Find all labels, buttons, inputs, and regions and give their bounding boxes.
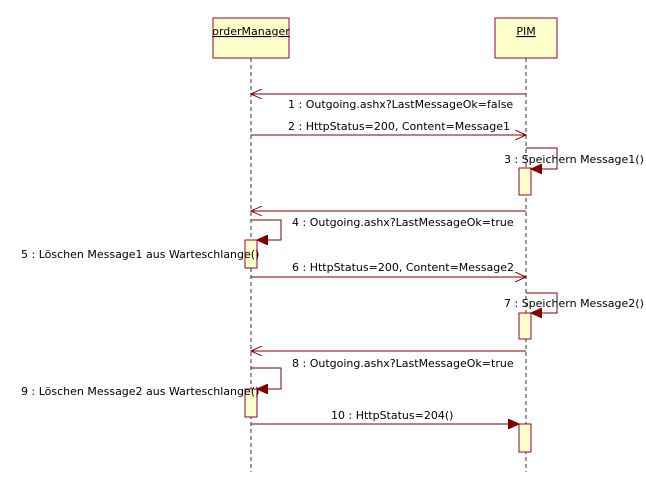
message-1-label: 1 : Outgoing.ashx?LastMessageOk=false [288,98,513,111]
message-7[interactable]: 7 : Speichern Message2() [504,292,644,313]
message-3-arrow [526,147,558,169]
lifeline-pim: PIM [494,17,558,472]
message-5-label: 5 : Löschen Message1 aus Warteschlange() [21,248,259,261]
message-7-arrow [526,292,558,313]
message-8[interactable]: 8 : Outgoing.ashx?LastMessageOk=true [251,351,526,370]
message-2[interactable]: 2 : HttpStatus=200, Content=Message1 [251,120,526,135]
message-3-label: 3 : Speichern Message1() [504,153,644,166]
lifeline-pim-box[interactable] [494,17,558,59]
message-9-label: 9 : Löschen Message2 aus Warteschlange() [21,385,259,398]
message-8-label: 8 : Outgoing.ashx?LastMessageOk=true [292,357,514,370]
message-4-label: 4 : Outgoing.ashx?LastMessageOk=true [292,216,514,229]
message-2-label: 2 : HttpStatus=200, Content=Message1 [288,120,510,133]
lifeline-order-manager: orderManager [212,17,290,472]
lifeline-pim-label: PIM [516,25,535,38]
message-6-label: 6 : HttpStatus=200, Content=Message2 [292,261,514,274]
activation-pim-3 [518,423,532,453]
lifeline-order-manager-box[interactable] [212,17,290,59]
activation-pim-2 [518,312,532,340]
activation-order-manager-2 [244,388,258,418]
message-9[interactable]: 9 : Löschen Message2 aus Warteschlange() [21,367,282,398]
activation-order-manager-1 [244,239,258,269]
message-9-arrow [251,367,282,389]
message-10[interactable]: 10 : HttpStatus=204() [251,409,519,424]
message-1[interactable]: 1 : Outgoing.ashx?LastMessageOk=false [251,94,526,111]
message-3[interactable]: 3 : Speichern Message1() [504,147,644,169]
message-4[interactable]: 4 : Outgoing.ashx?LastMessageOk=true [251,211,526,229]
message-5[interactable]: 5 : Löschen Message1 aus Warteschlange() [21,219,282,261]
message-6[interactable]: 6 : HttpStatus=200, Content=Message2 [251,261,526,277]
message-7-label: 7 : Speichern Message2() [504,297,644,310]
message-5-arrow [251,219,282,240]
message-10-label: 10 : HttpStatus=204() [331,409,453,422]
lifeline-order-manager-label: orderManager [212,25,290,38]
activation-pim-1 [518,167,532,196]
